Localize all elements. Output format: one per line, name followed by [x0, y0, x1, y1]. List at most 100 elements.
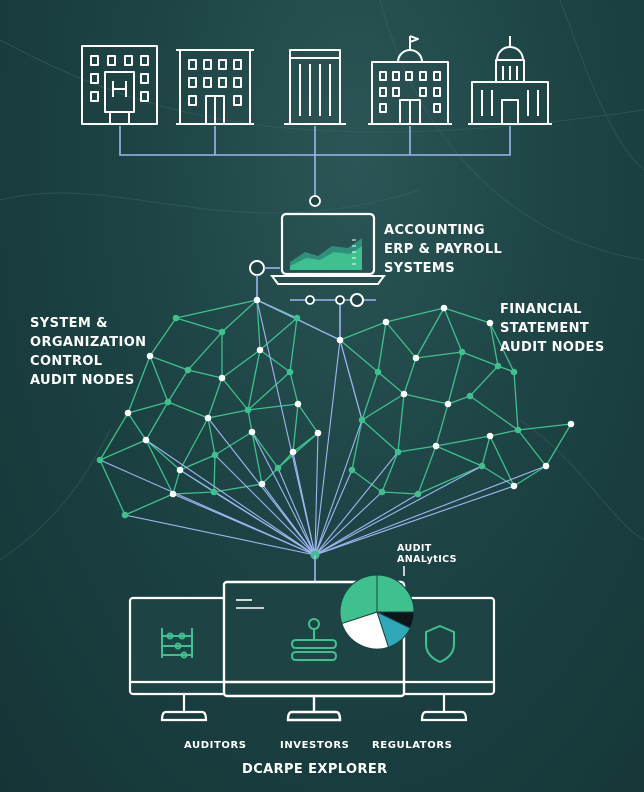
bus-node-a: [305, 295, 315, 305]
network-edge: [351, 469, 383, 493]
audit-node: [466, 392, 474, 400]
audit-node: [348, 466, 356, 474]
apartment-building-icon: [176, 49, 254, 125]
audit-node: [336, 336, 344, 344]
network-edge: [167, 369, 189, 403]
audit-node: [510, 368, 518, 376]
hub-edge: [314, 432, 319, 556]
network-edge: [187, 369, 223, 379]
pie-slice: [339, 574, 378, 625]
network-edge: [99, 459, 126, 516]
network-edge: [187, 331, 223, 371]
audit-node: [142, 436, 150, 444]
network-edge: [447, 395, 471, 405]
network-edge: [417, 445, 437, 495]
network-edge: [339, 321, 387, 341]
building-connectors: [119, 126, 511, 196]
investor-network-icon: [290, 618, 338, 661]
network-edge: [513, 465, 547, 487]
network-edge: [361, 419, 399, 453]
hub-edge: [314, 451, 399, 556]
shield-icon: [425, 624, 455, 664]
network-edge: [175, 299, 258, 319]
network-edge: [213, 483, 263, 493]
accounting-systems-label: ACCOUNTING ERP & PAYROLL SYSTEMS: [384, 223, 503, 276]
hub-edge: [314, 493, 419, 556]
network-edge: [214, 431, 253, 456]
network-edge: [481, 465, 515, 487]
network-edge: [247, 403, 299, 411]
network-edge: [207, 417, 216, 456]
audit-node: [274, 464, 282, 472]
audit-node: [184, 366, 192, 374]
audit-analytics-label: AUDIT ANALytICS: [397, 543, 457, 565]
network-edge: [179, 454, 216, 471]
network-edge: [545, 423, 572, 467]
audit-node: [124, 409, 132, 417]
audit-node: [358, 416, 366, 424]
audit-node: [478, 462, 486, 470]
audit-node: [211, 451, 219, 459]
abacus-icon: [161, 628, 193, 659]
network-edge: [489, 429, 519, 437]
network-edge: [361, 393, 405, 421]
network-edge: [251, 431, 279, 469]
tower-building-icon: [284, 49, 346, 125]
audit-node: [121, 511, 129, 519]
hub-edge: [314, 491, 383, 556]
network-edge: [385, 307, 445, 323]
network-edge: [127, 412, 147, 441]
hub-edge: [314, 469, 353, 556]
network-edge: [167, 401, 209, 419]
payroll-connector-node: [249, 260, 265, 276]
hub-edge: [256, 299, 316, 556]
audit-node: [486, 319, 494, 327]
audit-node: [440, 304, 448, 312]
audit-node: [204, 414, 212, 422]
pie-slice: [341, 611, 390, 650]
audit-analytics-pie: [339, 574, 415, 650]
capitol-building-icon: [468, 36, 552, 125]
network-edge: [385, 321, 417, 359]
network-edge: [443, 307, 463, 353]
audit-node: [164, 398, 172, 406]
network-edge: [339, 339, 379, 373]
audit-node: [542, 462, 550, 470]
network-edge: [417, 465, 483, 495]
network-edge: [489, 435, 515, 487]
hub-edge: [314, 465, 547, 556]
network-edge: [297, 403, 319, 434]
network-edge: [351, 419, 363, 471]
network-edge: [127, 355, 151, 414]
network-edge: [469, 365, 499, 397]
network-edge: [397, 393, 405, 453]
pie-slice: [376, 574, 415, 613]
audit-node: [394, 448, 402, 456]
network-edge: [292, 403, 299, 453]
network-edge: [339, 339, 363, 421]
network-edge: [261, 467, 279, 485]
network-edge: [403, 357, 417, 395]
laptop-connector-node: [309, 195, 321, 207]
network-edge: [99, 439, 147, 461]
network-edge: [207, 377, 223, 419]
regulators-monitor: [396, 596, 496, 722]
audit-node: [382, 318, 390, 326]
network-edge: [397, 445, 437, 453]
network-edge: [179, 417, 209, 471]
network-edge: [443, 307, 491, 324]
audit-node: [514, 426, 522, 434]
hub-edge: [145, 439, 316, 556]
network-edge: [447, 351, 463, 405]
network-edge: [289, 371, 299, 405]
network-edge: [149, 355, 169, 403]
network-edge: [489, 322, 499, 367]
investors-label: INVESTORS: [280, 740, 350, 751]
hub-edge: [124, 514, 316, 556]
explorer-title: DCARPE EXPLORER: [242, 762, 388, 777]
network-edge: [489, 322, 515, 373]
regulators-label: REGULATORS: [372, 740, 453, 751]
auditors-monitor: [128, 596, 238, 722]
audit-node: [567, 420, 575, 428]
